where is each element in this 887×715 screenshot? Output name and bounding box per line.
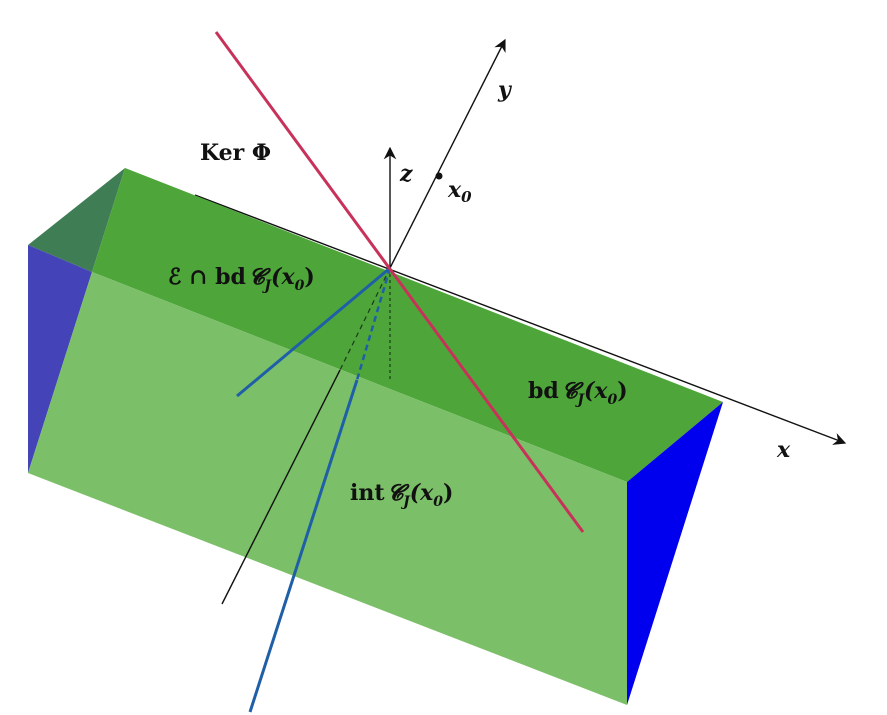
thin-black-line: [221, 369, 341, 605]
left-face-blue: [28, 245, 92, 473]
blue-line-long: [248, 379, 359, 713]
front-face: [28, 272, 627, 705]
z-axis-label: z: [399, 161, 413, 187]
hidden-dashed-line-1: [339, 267, 391, 371]
right-face-blue: [627, 402, 723, 705]
y-axis-label: y: [497, 77, 513, 103]
x-axis-line: [194, 194, 847, 445]
ker-phi-line: [214, 31, 585, 533]
x0-point: [435, 172, 443, 180]
top-face: [92, 168, 723, 482]
ker-phi-label: Ker Φ: [200, 140, 271, 166]
y-axis-line: [389, 38, 506, 269]
left-face-dark: [28, 168, 125, 272]
blue-line-short: [236, 266, 391, 398]
x0-label: x0: [447, 177, 472, 206]
x-axis-label: x: [776, 437, 791, 463]
